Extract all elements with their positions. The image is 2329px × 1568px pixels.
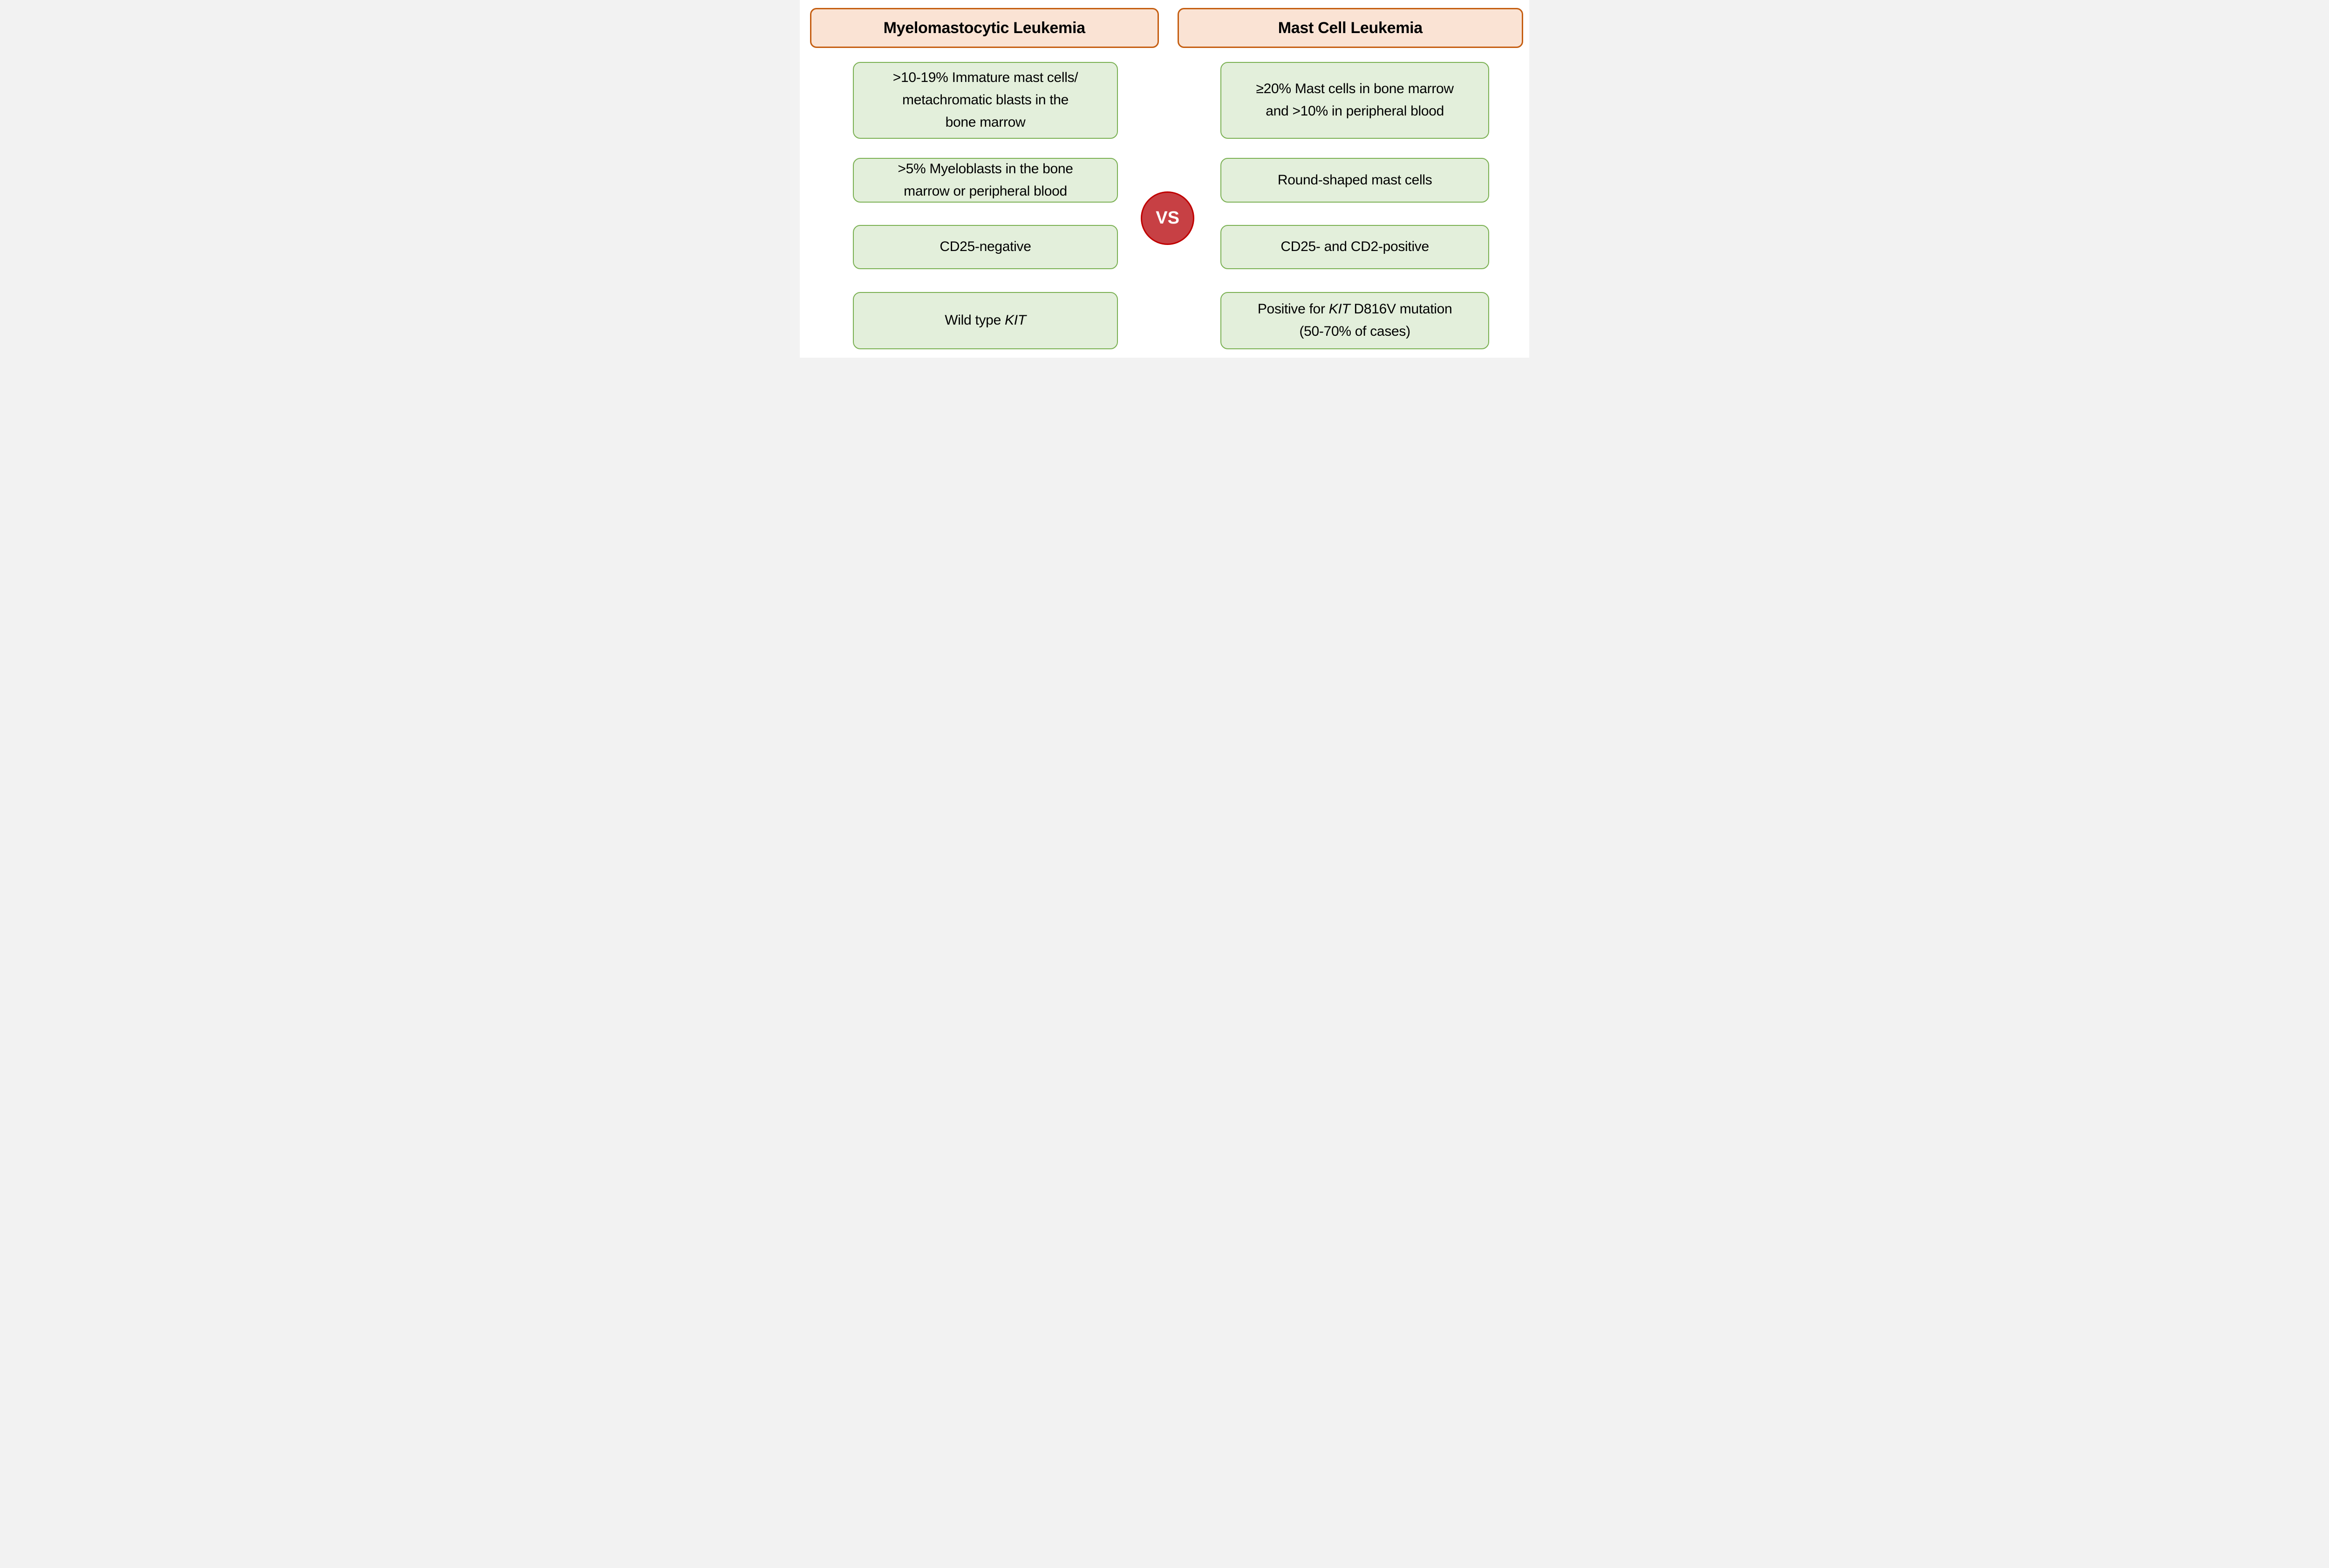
criteria-text: CD25- and CD2-positive [1280,239,1429,255]
left-column-header: Myelomastocytic Leukemia [810,7,1159,48]
vs-label: VS [1156,208,1179,228]
right-column-header: Mast Cell Leukemia [1177,7,1523,48]
criteria-box-left-4: Wild type KIT [853,292,1118,349]
criteria-box-right-2: Round-shaped mast cells [1220,158,1490,203]
criteria-text: Round-shaped mast cells [1277,172,1432,188]
criteria-box-right-4: Positive for KIT D816V mutation(50-70% o… [1220,292,1490,349]
criteria-text: >10-19% Immature mast cells/metachromati… [892,70,1078,130]
comparison-diagram: Myelomastocytic Leukemia Mast Cell Leuke… [800,0,1529,358]
criteria-text: Wild type KIT [945,312,1026,328]
criteria-box-right-3: CD25- and CD2-positive [1220,224,1490,269]
criteria-text: Positive for KIT D816V mutation(50-70% o… [1257,301,1452,339]
criteria-box-left-3: CD25-negative [853,224,1118,269]
criteria-text: CD25-negative [940,239,1031,255]
criteria-box-left-1: >10-19% Immature mast cells/metachromati… [853,61,1118,139]
vs-badge: VS [1141,191,1195,245]
